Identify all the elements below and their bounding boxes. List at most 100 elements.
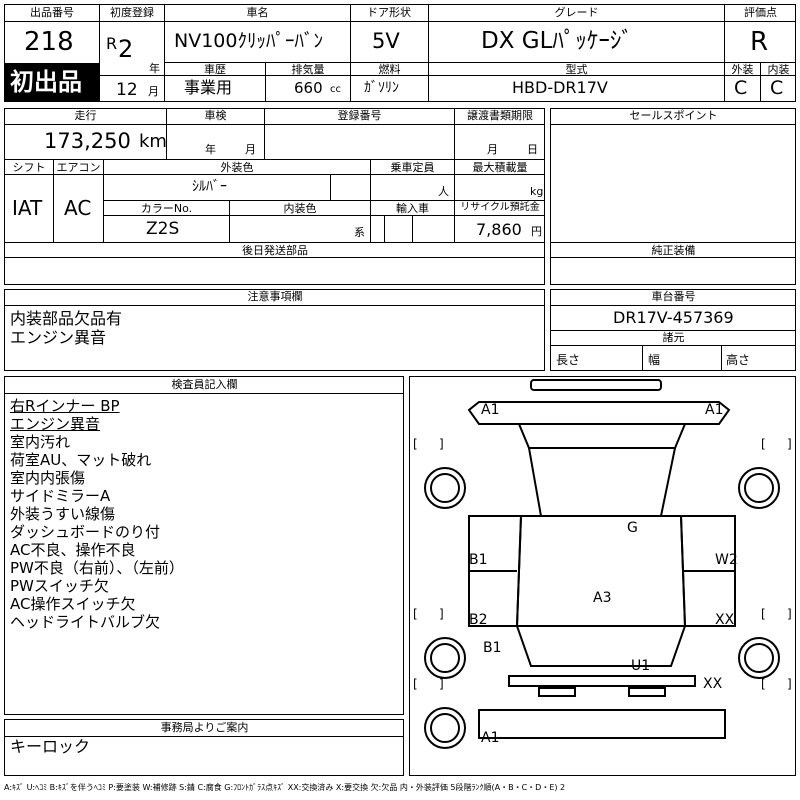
transfer-month-unit: 月 xyxy=(487,143,498,156)
interior-label: 内装 xyxy=(767,63,790,76)
int-color-label: 内装色 xyxy=(283,202,317,215)
mark-right-rear-door: XX xyxy=(715,612,735,628)
rear-light-right xyxy=(628,687,666,697)
door-label: ドア形状 xyxy=(367,6,411,19)
month-unit: 月 xyxy=(148,85,159,98)
mileage-unit: km xyxy=(139,131,167,152)
first-reg-label: 初度登録 xyxy=(110,6,154,19)
lot-number-label: 出品番号 xyxy=(30,6,74,19)
office-note: キーロック xyxy=(10,737,91,756)
svg-text:]: ] xyxy=(439,677,444,691)
notes-block xyxy=(4,289,545,371)
color-no: Z2S xyxy=(146,219,180,239)
recycle-label: リサイクル預託金 xyxy=(460,202,540,213)
interior-grade: C xyxy=(770,77,784,99)
model-label: 型式 xyxy=(565,63,588,76)
svg-text:]: ] xyxy=(787,437,792,451)
sales-point-label: セールスポイント xyxy=(629,109,718,122)
inspector-line: PW不良（右前）、（左前） xyxy=(10,559,184,577)
svg-text:]: ] xyxy=(787,607,792,621)
length-label: 長さ xyxy=(556,353,581,367)
svg-text:]: ] xyxy=(439,437,444,451)
car-diagram: [] [] [] [] [] [] A1 A1 G B1 W2 A3 B2 XX… xyxy=(413,379,792,749)
exterior-grade: C xyxy=(734,77,748,99)
max-load-label: 最大積載量 xyxy=(472,161,528,174)
office-block xyxy=(4,719,404,776)
wheel-front-right xyxy=(738,467,780,509)
inspector-line: AC不良、操作不良 xyxy=(10,541,136,559)
shift-type: IAT xyxy=(12,196,43,220)
wheel-rear-right xyxy=(738,637,780,679)
ac-type: AC xyxy=(64,196,92,220)
mark-rear-gate: U1 xyxy=(631,658,650,674)
first-reg-month: 12 xyxy=(116,80,138,100)
mark-left-rear-quarter: B1 xyxy=(483,640,502,656)
svg-text:[: [ xyxy=(413,607,418,621)
shift-label: シフト xyxy=(12,161,46,174)
score-label: 評価点 xyxy=(744,6,777,19)
door-type: 5V xyxy=(372,29,400,53)
mark-windshield: G xyxy=(627,520,638,536)
legend: A:ｷｽﾞ U:ﾍｺﾐ B:ｷｽﾞを伴うﾍｺﾐ P:要塗装 W:補修跡 S:錆 … xyxy=(4,783,566,792)
car-name: NV100ｸﾘｯﾊﾟｰﾊﾞﾝ xyxy=(174,30,323,52)
inspector-line: サイドミラーA xyxy=(10,487,111,505)
era: R xyxy=(106,34,118,53)
mark-front-right: A1 xyxy=(705,402,723,418)
mileage: 173,250 xyxy=(44,129,131,153)
office-label: 事務局よりご案内 xyxy=(160,721,249,734)
int-color-unit: 系 xyxy=(354,226,365,239)
width-label: 幅 xyxy=(648,353,661,367)
recycle-fee: 7,860 xyxy=(476,220,522,239)
chassis-number: DR17V-457369 xyxy=(613,308,734,327)
inspection-month-unit: 月 xyxy=(245,143,256,156)
spare-wheel xyxy=(424,707,466,749)
inspection-label: 車検 xyxy=(204,109,227,122)
inspector-line: エンジン異音 xyxy=(10,415,101,433)
ext-color: ｼﾙﾊﾞｰ xyxy=(192,179,227,195)
rear-bumper xyxy=(478,709,726,739)
year-unit: 年 xyxy=(149,62,160,75)
car-name-label: 車名 xyxy=(246,6,269,19)
svg-text:[: [ xyxy=(761,677,766,691)
svg-text:[: [ xyxy=(761,607,766,621)
grade-label: グレード xyxy=(554,6,599,19)
mark-left-front-door: B1 xyxy=(469,552,488,568)
lot-number: 218 xyxy=(24,27,74,57)
hood-outline xyxy=(467,401,731,425)
genuine-equip-label: 純正装備 xyxy=(651,244,696,257)
inspector-line: ダッシュボードのり付 xyxy=(10,523,161,541)
first-listing-label: 初出品 xyxy=(10,68,82,96)
mark-front-left: A1 xyxy=(481,402,499,418)
notes-line-2: エンジン異音 xyxy=(10,328,107,347)
notes-label: 注意事項欄 xyxy=(247,290,303,303)
inspector-remarks: 右Rインナー BP エンジン異音 室内汚れ 荷室AU、マット破れ 室内内張傷 サ… xyxy=(10,397,400,631)
history: 事業用 xyxy=(184,78,233,97)
chassis-label: 車台番号 xyxy=(651,290,696,303)
inspection-year-unit: 年 xyxy=(205,143,216,156)
model-code: HBD-DR17V xyxy=(512,78,608,97)
svg-text:]: ] xyxy=(787,677,792,691)
recycle-unit: 円 xyxy=(531,225,542,238)
inspector-line: 荷室AU、マット破れ xyxy=(10,451,152,469)
capacity-unit: 人 xyxy=(438,185,449,198)
mark-roof: A3 xyxy=(593,590,611,606)
front-bumper-top xyxy=(530,379,662,391)
wheel-rear-left xyxy=(424,637,466,679)
inspector-line: 右Rインナー BP xyxy=(10,397,120,415)
windshield-outline xyxy=(517,423,687,449)
exterior-label: 外装 xyxy=(731,63,754,76)
inspector-label: 検査員記入欄 xyxy=(171,378,238,391)
displacement-unit: cc xyxy=(330,84,341,95)
svg-text:]: ] xyxy=(439,607,444,621)
rear-bumper-upper xyxy=(508,675,696,687)
transfer-doc-label: 譲渡書類期限 xyxy=(467,109,533,122)
inspector-block xyxy=(4,376,404,715)
transfer-day-unit: 日 xyxy=(527,143,538,156)
mark-rear-bumper: A1 xyxy=(481,730,499,746)
ac-label: エアコン xyxy=(56,161,101,174)
notes-line-1: 内装部品欠品有 xyxy=(10,309,123,328)
max-load-unit: kg xyxy=(530,185,544,198)
rear-window xyxy=(515,625,687,667)
fuel-label: 燃料 xyxy=(378,63,401,76)
era-year: 2 xyxy=(118,35,134,63)
